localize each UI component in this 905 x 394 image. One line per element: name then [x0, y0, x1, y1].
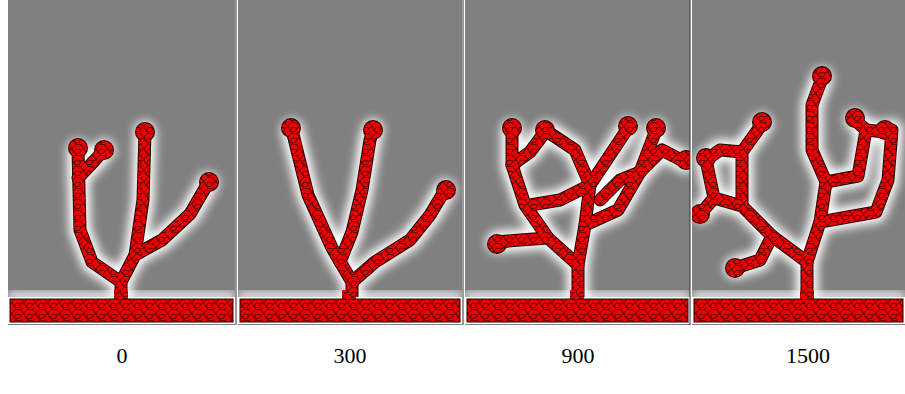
sprout	[352, 190, 445, 282]
panel-divider	[463, 0, 464, 325]
cell-band	[694, 299, 903, 322]
sprout-outline	[340, 130, 373, 262]
tip-cell	[488, 235, 506, 253]
sprout	[78, 150, 121, 298]
halo	[78, 132, 208, 298]
sprout	[807, 78, 826, 262]
tip-cell	[200, 173, 218, 191]
band-border	[8, 297, 235, 324]
sprout	[820, 130, 892, 222]
panel-divider	[690, 0, 691, 325]
tip-cell	[282, 119, 300, 137]
tip-cell	[697, 149, 715, 167]
tip-cell	[726, 259, 744, 277]
sprout	[742, 124, 762, 206]
sprout-outline	[530, 185, 590, 205]
sprout-outline	[807, 78, 826, 262]
halo-stroke	[826, 120, 866, 182]
tip-cell	[692, 205, 709, 223]
halo-stroke	[742, 124, 762, 206]
halo	[292, 130, 445, 298]
tip-outline	[135, 122, 155, 142]
halo-stroke	[352, 190, 445, 282]
sprout-root	[570, 290, 584, 299]
halo	[702, 78, 892, 298]
time-step-label: 0	[117, 343, 128, 369]
sprout	[292, 130, 352, 298]
cell-band	[10, 299, 233, 322]
sprout-outline	[292, 130, 352, 298]
tip-cell	[69, 139, 87, 157]
time-step-label: 900	[562, 343, 595, 369]
band-border	[692, 297, 905, 324]
sprout-outline	[826, 120, 866, 182]
tip-cell	[619, 117, 637, 135]
sprout-outline	[742, 124, 762, 206]
tip-cell	[136, 123, 154, 141]
tip-cell	[846, 109, 864, 127]
cell-band	[467, 299, 688, 322]
snapshot-panel	[692, 0, 905, 325]
time-step-label: 300	[334, 343, 367, 369]
halo-stroke	[530, 185, 590, 205]
halo-stroke	[706, 160, 807, 298]
tip-outline	[68, 138, 88, 158]
band-border	[465, 297, 690, 324]
halo-stroke	[340, 130, 373, 262]
snapshot-panel	[465, 0, 690, 325]
sprout-root	[800, 290, 814, 299]
tip-cell	[503, 119, 521, 137]
sprout-root	[114, 290, 128, 299]
tip-cell	[753, 113, 771, 131]
sprout	[340, 130, 373, 262]
tip-outline	[502, 118, 522, 138]
band-border	[238, 297, 462, 324]
panel-ground	[692, 0, 905, 325]
sprout	[530, 185, 590, 205]
sprout-root	[342, 290, 356, 299]
sprout-outline	[78, 150, 121, 298]
cell-band	[240, 299, 460, 322]
sprout-outline	[352, 190, 445, 282]
tip-cell	[677, 151, 690, 169]
tip-cell	[876, 121, 894, 139]
halo-stroke	[292, 130, 352, 298]
halo-stroke	[78, 150, 121, 298]
panel-ground	[238, 0, 462, 325]
sprout	[512, 130, 578, 298]
tip-cell	[647, 119, 665, 137]
sprout-outline	[512, 130, 578, 298]
panel-ground	[465, 0, 690, 325]
snapshot-panel	[238, 0, 462, 325]
tip-cell	[536, 121, 554, 139]
sprout	[135, 183, 208, 255]
time-step-label: 1500	[786, 343, 830, 369]
panel-divider	[236, 0, 237, 325]
halo	[497, 128, 685, 298]
sprout	[585, 130, 656, 225]
tip-cell	[813, 67, 831, 85]
panel-ground	[8, 0, 235, 325]
sprout	[706, 160, 807, 298]
sprout-outline	[706, 160, 807, 298]
left-margin	[0, 0, 8, 325]
snapshot-panel	[8, 0, 235, 325]
sprout	[826, 120, 866, 182]
halo-stroke	[807, 78, 826, 262]
sprout	[600, 172, 640, 200]
tip-cell	[364, 121, 382, 139]
tip-cell	[95, 141, 113, 159]
tip-cell	[437, 181, 455, 199]
